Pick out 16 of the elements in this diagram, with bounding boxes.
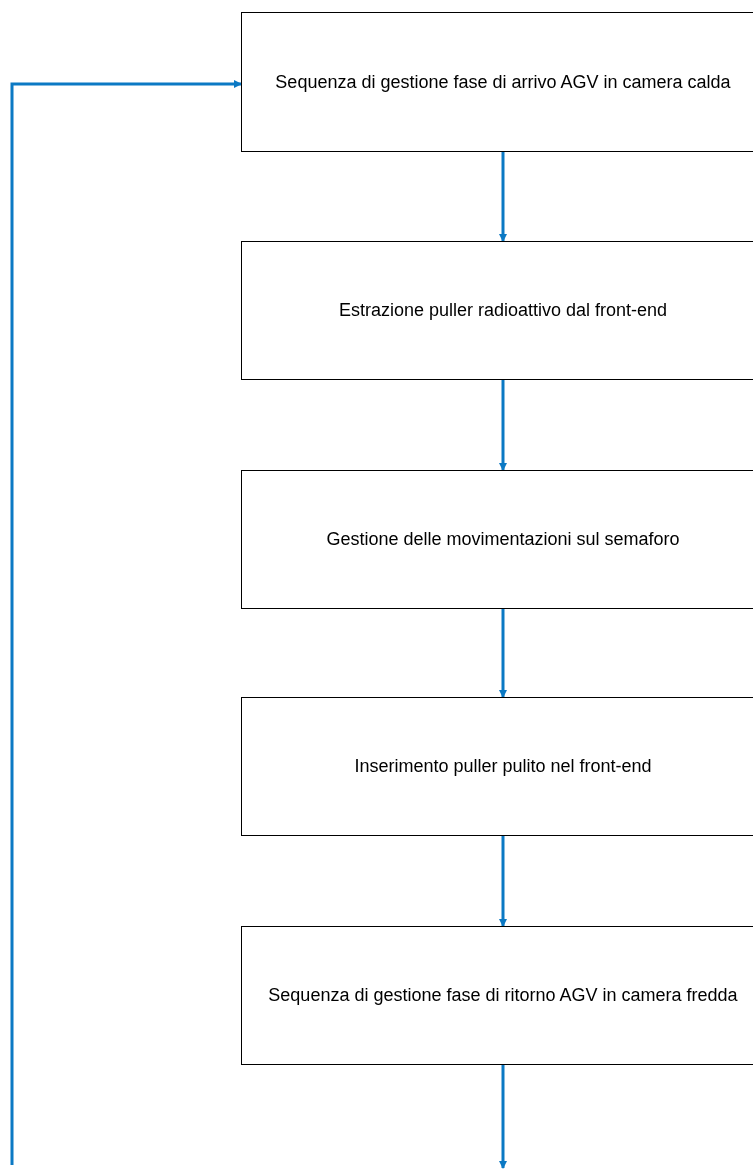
box-text: Sequenza di gestione fase di arrivo AGV in camera calda (275, 70, 731, 94)
arrow (499, 609, 507, 698)
process-box (241, 12, 753, 152)
arrow (10, 80, 242, 1165)
arrow (499, 836, 507, 927)
process-box (241, 697, 753, 836)
process-box (241, 470, 753, 609)
box-text: Estrazione puller radioattivo dal front-end (338, 299, 668, 322)
arrow (499, 152, 507, 242)
box-text: Sequenza di gestione fase di ritorno AGV in camera fredda (268, 984, 738, 1007)
process-box (241, 241, 753, 380)
arrow (499, 380, 507, 471)
process-box (241, 926, 753, 1065)
box-text: Gestione delle movimentazioni sul semaforo (326, 528, 680, 551)
box-text: Inserimento puller pulito nel front-end (354, 755, 652, 778)
arrow (499, 1065, 507, 1169)
